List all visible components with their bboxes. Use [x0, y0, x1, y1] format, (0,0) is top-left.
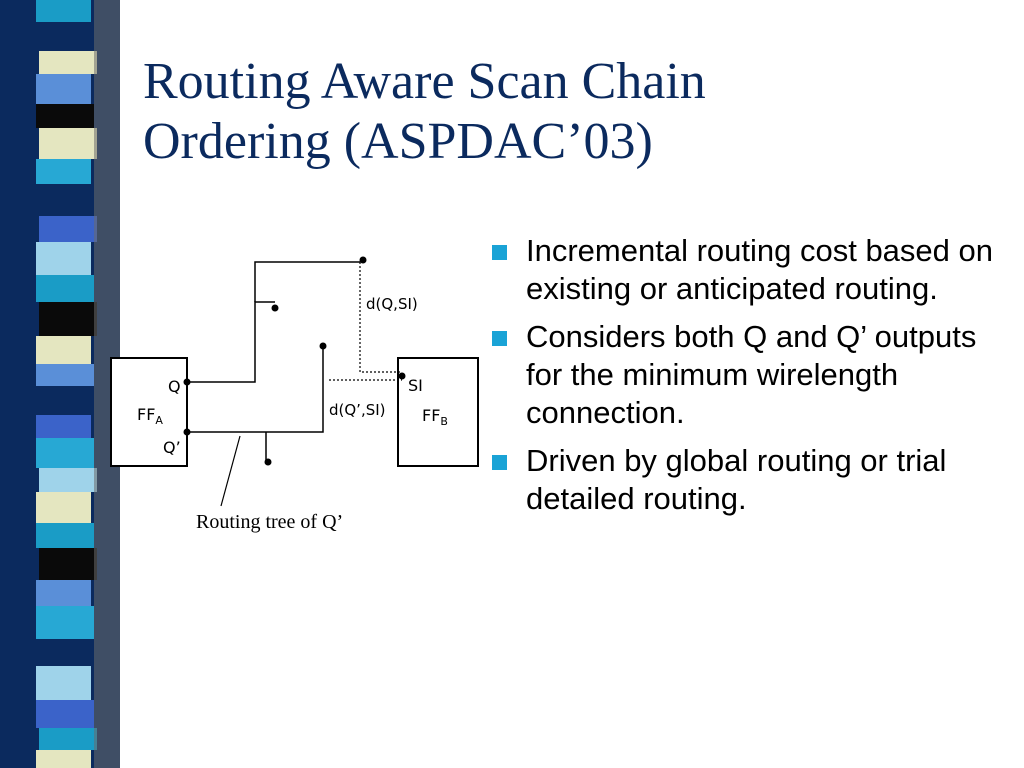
stripe-block — [33, 0, 91, 22]
ff-a-box — [110, 357, 188, 467]
stripe-block — [39, 468, 97, 492]
routing-tree-caption: Routing tree of Q’ — [196, 511, 343, 533]
stripe-block — [39, 386, 97, 415]
decorative-stripe — [0, 0, 120, 768]
stripe-block — [33, 336, 91, 364]
stripe-block — [36, 606, 94, 639]
si-pin-dot — [398, 372, 406, 380]
stripe-block — [39, 639, 97, 666]
title-line-1: Routing Aware Scan Chain — [143, 53, 706, 110]
sink-dot-4 — [264, 458, 272, 466]
stripe-block — [33, 580, 91, 606]
d-q-si-path — [359, 262, 402, 373]
ffa-label: FFA — [137, 405, 163, 427]
stripe-block — [39, 51, 97, 74]
stripe-block — [36, 104, 94, 128]
q-routing-wire — [187, 301, 275, 383]
d-qbar-si-label: d(Q’,SI) — [329, 401, 386, 419]
stripe-block — [36, 275, 94, 302]
stripe-block — [36, 700, 94, 728]
bullet-item: Driven by global routing or trial detail… — [490, 442, 1010, 518]
sink-dot-1 — [359, 256, 367, 264]
bullet-item: Considers both Q and Q’ outputs for the … — [490, 318, 1010, 432]
stripe-block — [36, 364, 94, 386]
stripe-block — [33, 242, 91, 275]
stripe-block — [33, 666, 91, 700]
stripe-block — [33, 159, 91, 184]
bullet-text: Driven by global routing or trial detail… — [526, 443, 947, 516]
sink-dot-3 — [319, 342, 327, 350]
qbar-label: Q’ — [163, 438, 181, 457]
stripe-block — [36, 523, 94, 548]
bullet-list: Incremental routing cost based on existi… — [490, 232, 1010, 528]
square-bullet-icon — [492, 455, 507, 470]
q-routing-wire-upper — [254, 261, 360, 302]
q-pin-dot — [183, 378, 191, 386]
title-line-2: Ordering (ASPDAC’03) — [143, 113, 653, 170]
stripe-block — [39, 216, 97, 242]
stripe-block — [39, 302, 97, 336]
routing-tree-pointer — [220, 435, 241, 507]
stripe-block — [36, 184, 94, 216]
square-bullet-icon — [492, 245, 507, 260]
stripe-block — [39, 128, 97, 159]
d-q-si-label: d(Q,SI) — [366, 295, 418, 313]
stripe-block — [39, 728, 97, 750]
stripe-block — [36, 22, 94, 51]
scan-chain-diagram: Q FFA Q’ SI FFB d(Q,SI) d(Q’,SI) Routing… — [110, 256, 479, 533]
stripe-block — [33, 74, 91, 104]
sink-dot-2 — [271, 304, 279, 312]
stripe-block — [36, 438, 94, 468]
bullet-text: Considers both Q and Q’ outputs for the … — [526, 319, 977, 430]
q-label: Q — [168, 377, 181, 396]
stripe-block — [33, 750, 91, 768]
stripe-block — [33, 415, 91, 438]
stripe-block — [33, 492, 91, 523]
qbar-pin-dot — [183, 428, 191, 436]
si-label: SI — [408, 376, 423, 395]
stripe-left-band — [0, 0, 36, 768]
square-bullet-icon — [492, 331, 507, 346]
ff-b-box — [397, 357, 479, 467]
bullet-text: Incremental routing cost based on existi… — [526, 233, 993, 306]
slide-title: Routing Aware Scan Chain Ordering (ASPDA… — [143, 52, 993, 172]
stripe-block — [39, 548, 97, 580]
qbar-routing-wire — [187, 346, 324, 433]
bullet-item: Incremental routing cost based on existi… — [490, 232, 1010, 308]
ffb-label: FFB — [422, 406, 448, 428]
